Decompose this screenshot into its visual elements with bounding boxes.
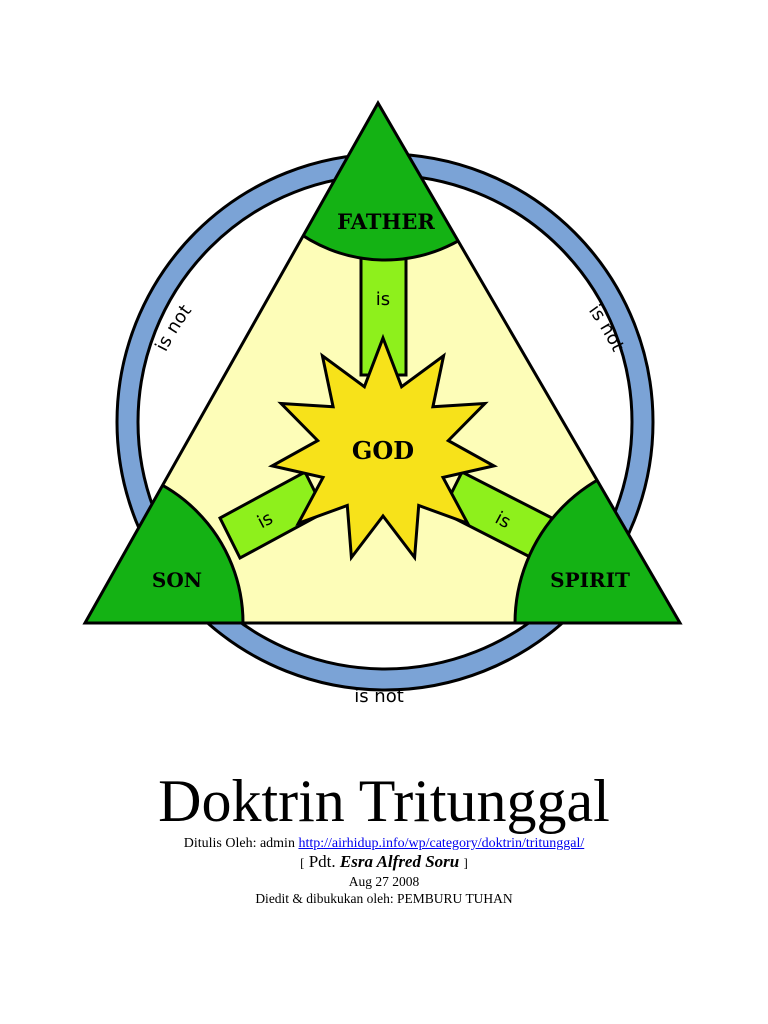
source-link[interactable]: http://airhidup.info/wp/category/doktrin… — [298, 836, 585, 851]
author-prefix: Pdt. — [308, 852, 336, 871]
father-is-label: is — [376, 289, 390, 310]
edited-by: Diedit & dibukukan oleh: PEMBURU TUHAN — [255, 891, 513, 906]
spirit-label: SPIRIT — [550, 568, 630, 592]
byline: Ditulis Oleh: admin http://airhidup.info… — [0, 836, 768, 852]
author-bracket-open: [ — [300, 855, 305, 870]
god-label: GOD — [352, 436, 414, 465]
written-by-text: Ditulis Oleh: admin — [183, 836, 295, 851]
father-label: FATHER — [337, 209, 435, 234]
trinity-diagram: FATHER GOD SON SPIRIT is is is is not is… — [82, 99, 683, 707]
son-node — [85, 463, 245, 623]
author-bracket-close: ] — [463, 855, 468, 870]
son-label: SON — [152, 568, 202, 592]
god-star — [267, 333, 499, 562]
document-title: Doktrin Tritunggal — [158, 768, 610, 834]
author-name: Esra Alfred Soru — [339, 852, 460, 871]
author-line: [ Pdt. Esra Alfred Soru ] — [0, 852, 768, 873]
son-spirit-is-not-label: is not — [354, 686, 404, 707]
publish-date: Aug 27 2008 — [348, 874, 420, 889]
spirit-node — [513, 456, 680, 623]
